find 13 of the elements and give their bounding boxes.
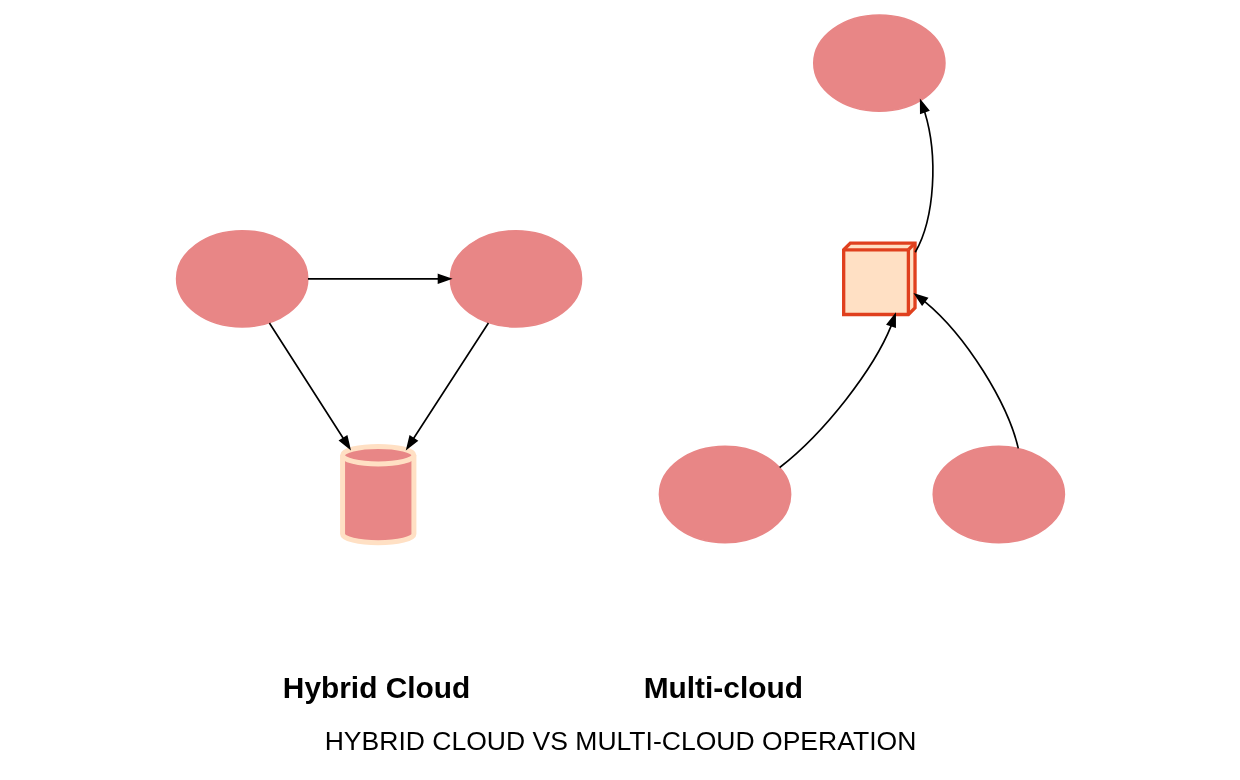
label: Hybrid Cloud xyxy=(282,670,470,704)
node-cloud xyxy=(175,229,309,328)
arrow xyxy=(306,273,453,285)
node-cloud xyxy=(449,229,582,328)
arrow xyxy=(778,312,896,469)
arrow xyxy=(913,98,934,254)
label: Multi-cloud xyxy=(643,670,803,704)
arrow xyxy=(405,322,489,451)
node-cloud xyxy=(658,445,791,544)
node-cloud xyxy=(931,445,1065,544)
caption: HYBRID CLOUD VS MULTI-CLOUD OPERATION xyxy=(324,725,916,756)
arrow xyxy=(912,292,1019,450)
arrow xyxy=(268,322,351,451)
